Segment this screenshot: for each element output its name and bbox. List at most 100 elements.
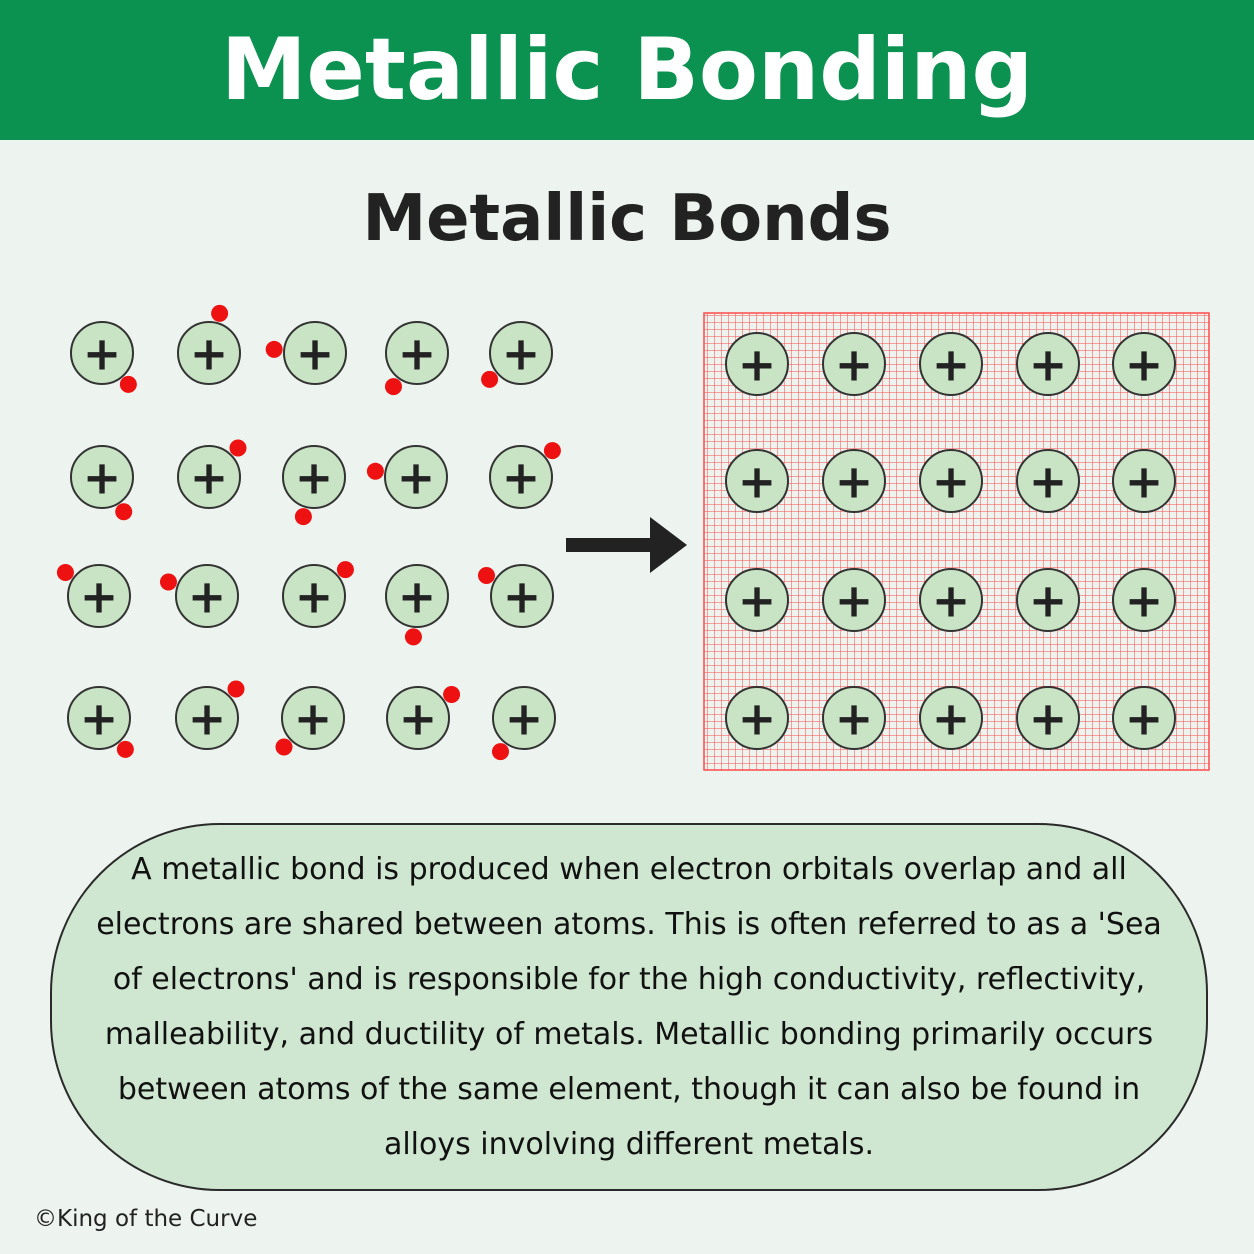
ion-charge-label: + (835, 692, 874, 746)
positive-ion (1112, 332, 1176, 396)
ion-charge-label: + (1029, 338, 1068, 392)
positive-ion (282, 445, 346, 509)
bonded-ions-lattice: ++++++++++++++++++++ (725, 332, 1176, 750)
ion-charge-label: + (738, 455, 777, 509)
positive-ion (385, 321, 449, 385)
positive-ion (177, 445, 241, 509)
electron (211, 304, 229, 322)
ion-charge-label: + (932, 455, 971, 509)
electron (115, 503, 133, 521)
ion-charge-label: + (83, 327, 122, 381)
ion-charge-label: + (80, 692, 119, 746)
positive-ion (919, 449, 983, 513)
electron (543, 442, 561, 460)
electron (159, 573, 177, 591)
ion-charge-label: + (295, 570, 334, 624)
positive-ion (1112, 449, 1176, 513)
positive-ion (67, 686, 131, 750)
ion-charge-label: + (1029, 692, 1068, 746)
electron (477, 567, 495, 584)
positive-ion (822, 449, 886, 513)
positive-ion (1016, 449, 1080, 513)
positive-ion (822, 568, 886, 632)
positive-ion (385, 564, 449, 628)
electron (119, 375, 137, 393)
arrow-shaft (566, 538, 658, 552)
ion-charge-label: + (932, 574, 971, 628)
ion-charge-label: + (503, 570, 542, 624)
positive-ion (384, 445, 448, 509)
arrow-head-icon (650, 517, 687, 573)
ion-charge-label: + (399, 692, 438, 746)
positive-ion (283, 321, 347, 385)
ion-charge-label: + (502, 451, 541, 505)
positive-ion (492, 686, 556, 750)
positive-ion (1016, 568, 1080, 632)
ion-charge-label: + (80, 570, 119, 624)
electron (56, 563, 74, 581)
ion-charge-label: + (398, 327, 437, 381)
page-title: Metallic Bonding (220, 20, 1034, 120)
positive-ion (67, 564, 131, 628)
positive-ion (919, 568, 983, 632)
positive-ion (1016, 332, 1080, 396)
electron (384, 378, 402, 396)
electron (227, 680, 245, 698)
positive-ion (281, 686, 345, 750)
separate-atoms-lattice: ++++++++++++++++++++ (56, 304, 561, 761)
electron (481, 370, 499, 388)
ion-charge-label: + (1029, 455, 1068, 509)
positive-ion (919, 686, 983, 750)
positive-ion (725, 686, 789, 750)
positive-ion (70, 321, 134, 385)
ion-charge-label: + (932, 338, 971, 392)
ion-charge-label: + (398, 570, 437, 624)
ion-charge-label: + (1125, 692, 1164, 746)
positive-ion (822, 332, 886, 396)
positive-ion (490, 564, 554, 628)
ion-charge-label: + (835, 574, 874, 628)
description-box: A metallic bond is produced when electro… (50, 823, 1208, 1191)
positive-ion (386, 686, 450, 750)
ion-charge-label: + (1125, 455, 1164, 509)
ion-charge-label: + (1125, 338, 1164, 392)
positive-ion (725, 332, 789, 396)
ion-charge-label: + (835, 455, 874, 509)
positive-ion (725, 449, 789, 513)
electron (294, 508, 312, 526)
positive-ion (175, 564, 239, 628)
ion-charge-label: + (738, 692, 777, 746)
positive-ion (1112, 568, 1176, 632)
positive-ion (1112, 686, 1176, 750)
positive-ion (822, 686, 886, 750)
positive-ion (175, 686, 239, 750)
ion-charge-label: + (835, 338, 874, 392)
ion-charge-label: + (190, 327, 229, 381)
electron (265, 340, 283, 358)
ion-charge-label: + (296, 327, 335, 381)
positive-ion (919, 332, 983, 396)
positive-ion (1016, 686, 1080, 750)
ion-charge-label: + (188, 692, 227, 746)
positive-ion (177, 321, 241, 385)
electron (443, 685, 461, 703)
ion-charge-label: + (188, 570, 227, 624)
copyright-credit: ©King of the Curve (34, 1206, 258, 1232)
electron (336, 561, 354, 579)
ion-charge-label: + (505, 692, 544, 746)
electron (404, 628, 422, 646)
ion-charge-label: + (83, 451, 122, 505)
electron (229, 439, 247, 457)
ion-charge-label: + (932, 692, 971, 746)
ion-charge-label: + (190, 451, 229, 505)
ion-charge-label: + (502, 327, 541, 381)
positive-ion (489, 321, 553, 385)
positive-ion (489, 445, 553, 509)
ion-charge-label: + (397, 451, 436, 505)
header-banner: Metallic Bonding (0, 0, 1254, 140)
ion-charge-label: + (738, 338, 777, 392)
electron (366, 462, 384, 480)
ion-charge-label: + (294, 692, 333, 746)
ion-charge-label: + (1125, 574, 1164, 628)
